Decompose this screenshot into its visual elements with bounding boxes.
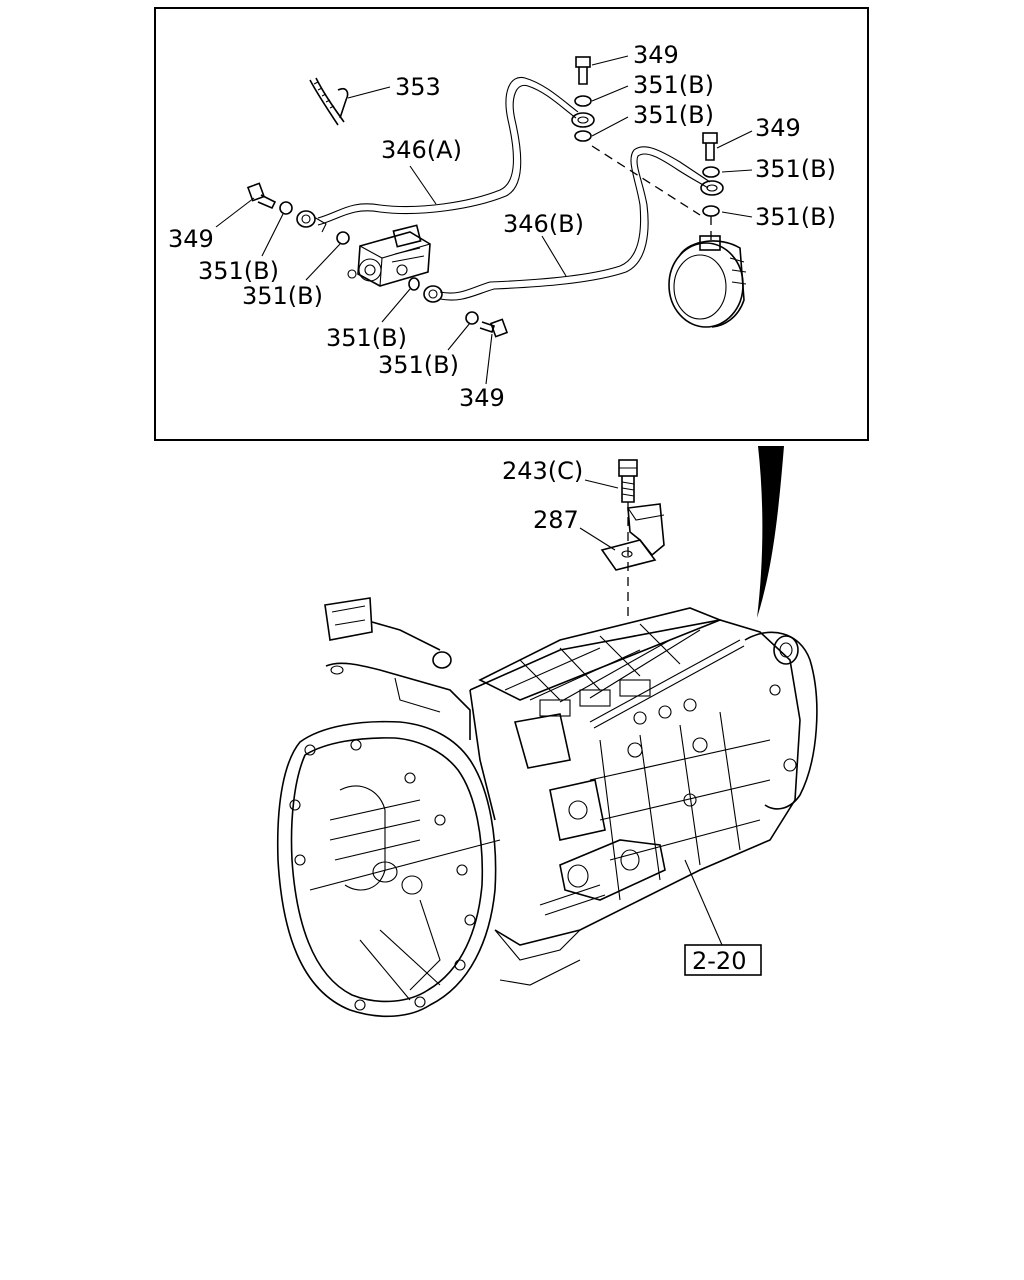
leader-287 xyxy=(579,527,616,551)
callout-243c: 243(C) xyxy=(502,457,583,485)
shift-linkage xyxy=(324,597,471,740)
leader-243c xyxy=(584,479,619,489)
bolt-349-top xyxy=(575,56,591,85)
valve-block xyxy=(347,224,431,287)
callout-351b-5: 351(B) xyxy=(198,257,279,285)
bolt-349-left xyxy=(246,182,277,210)
callout-346b: 346(B) xyxy=(503,210,584,238)
lower-cylinder xyxy=(539,839,666,916)
bolt-349-right xyxy=(702,132,718,161)
top-cover-ribs xyxy=(504,623,701,717)
callout-353: 353 xyxy=(395,73,441,101)
pipe-346a xyxy=(317,76,579,226)
callout-287: 287 xyxy=(533,506,579,534)
transmission-assembly xyxy=(276,597,818,1018)
callout-346a: 346(A) xyxy=(381,136,462,164)
clip-353 xyxy=(309,77,349,126)
assembly-line-1 xyxy=(591,145,701,216)
leader-2-20 xyxy=(684,859,723,946)
callout-351b-1: 351(B) xyxy=(633,71,714,99)
callout-349-top: 349 xyxy=(633,41,679,69)
callout-351b-3: 351(B) xyxy=(755,155,836,183)
callout-351b-6: 351(B) xyxy=(242,282,323,310)
ref-box-label: 2-20 xyxy=(692,947,746,975)
pipe-346b xyxy=(439,146,711,301)
side-case-ribs xyxy=(589,698,771,901)
callout-351b-8: 351(B) xyxy=(378,351,459,379)
bolt-349-bottom xyxy=(479,318,509,338)
callout-351b-2: 351(B) xyxy=(633,101,714,129)
ref-box xyxy=(684,944,762,976)
inset-pointer xyxy=(757,446,784,618)
actuator-housing xyxy=(668,235,747,328)
callout-349-right: 349 xyxy=(755,114,801,142)
bracket-287 xyxy=(600,503,665,571)
bolts-349 xyxy=(246,56,718,338)
callout-349-bottom: 349 xyxy=(459,384,505,412)
callout-351b-4: 351(B) xyxy=(755,203,836,231)
bell-bolts xyxy=(289,739,476,1011)
callout-351b-7: 351(B) xyxy=(326,324,407,352)
leader-lines-inset xyxy=(215,55,753,385)
washers-351b xyxy=(279,95,720,325)
pipe-fittings xyxy=(296,112,724,303)
callout-349-left: 349 xyxy=(168,225,214,253)
inset-frame xyxy=(154,7,869,441)
bolt-243c xyxy=(618,459,638,503)
